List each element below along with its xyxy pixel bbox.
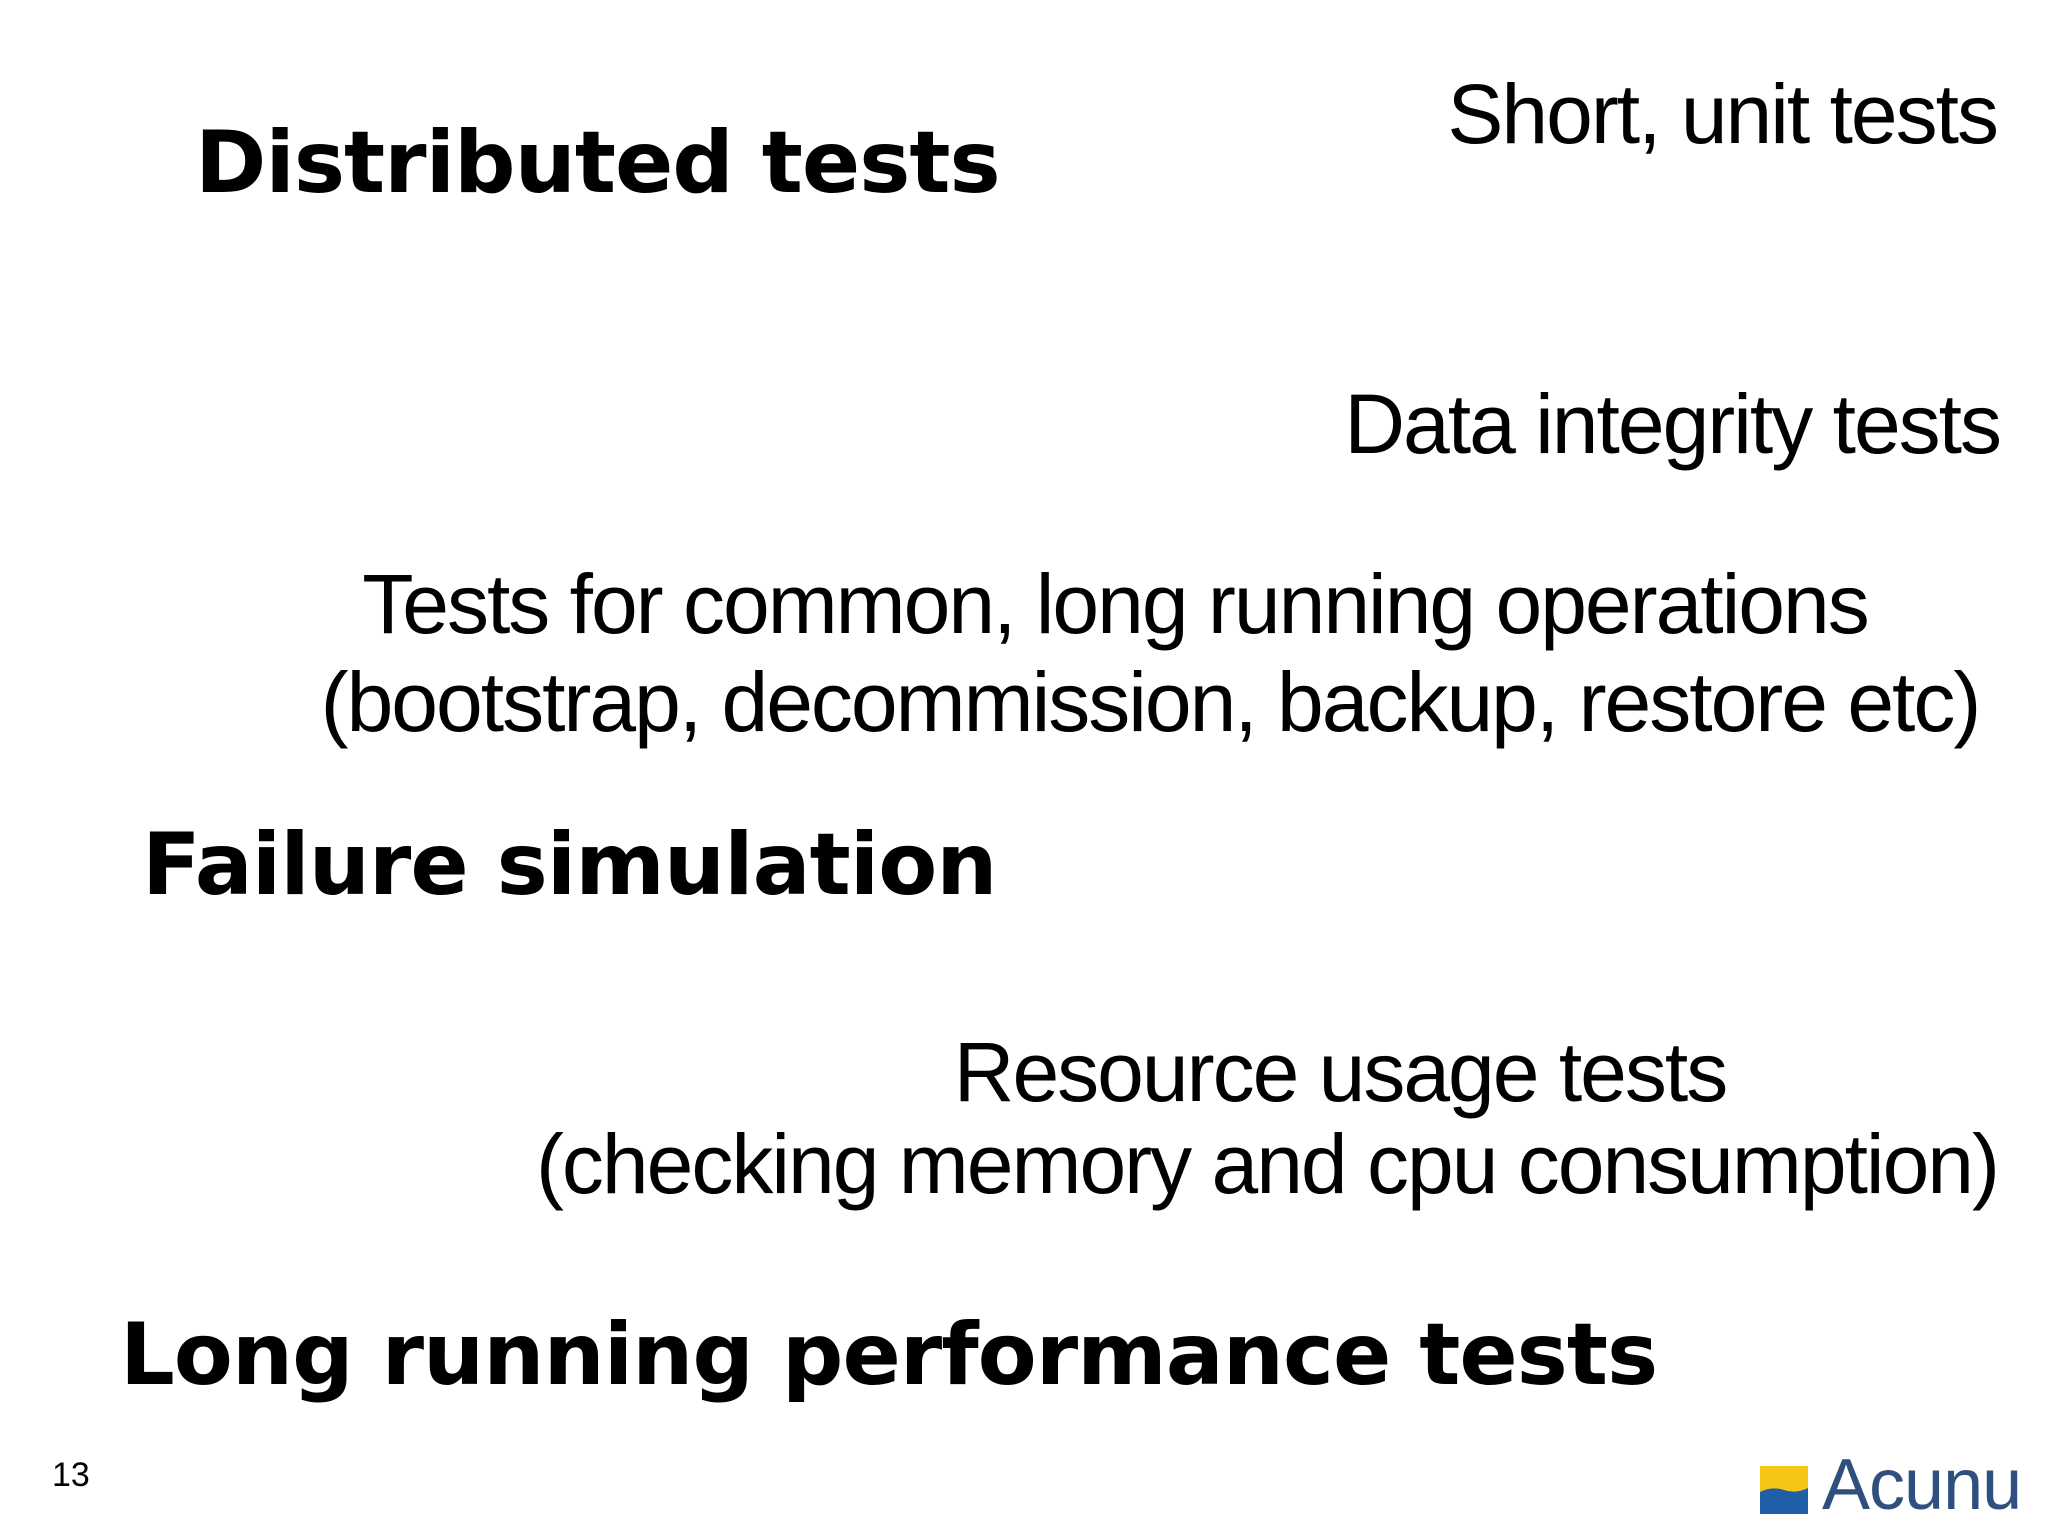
- page-number: 13: [52, 1456, 90, 1494]
- heading-long-running-performance-tests: Long running performance tests: [120, 1305, 1658, 1405]
- item-short-unit-tests: Short, unit tests: [1447, 67, 1999, 161]
- item-long-ops-line1: Tests for common, long running operation…: [362, 557, 1870, 651]
- acunu-logo-text: Acunu: [1822, 1445, 2022, 1525]
- item-resource-usage-line2: (checking memory and cpu consumption): [535, 1117, 2000, 1211]
- item-resource-usage-line1: Resource usage tests: [953, 1025, 1728, 1119]
- item-long-ops-line2: (bootstrap, decommission, backup, restor…: [320, 655, 1982, 749]
- item-data-integrity-tests: Data integrity tests: [1344, 377, 2002, 471]
- heading-distributed-tests: Distributed tests: [195, 113, 1001, 213]
- heading-failure-simulation: Failure simulation: [142, 815, 998, 915]
- acunu-logo: Acunu: [1760, 1445, 2022, 1525]
- acunu-logo-icon: [1760, 1466, 1808, 1514]
